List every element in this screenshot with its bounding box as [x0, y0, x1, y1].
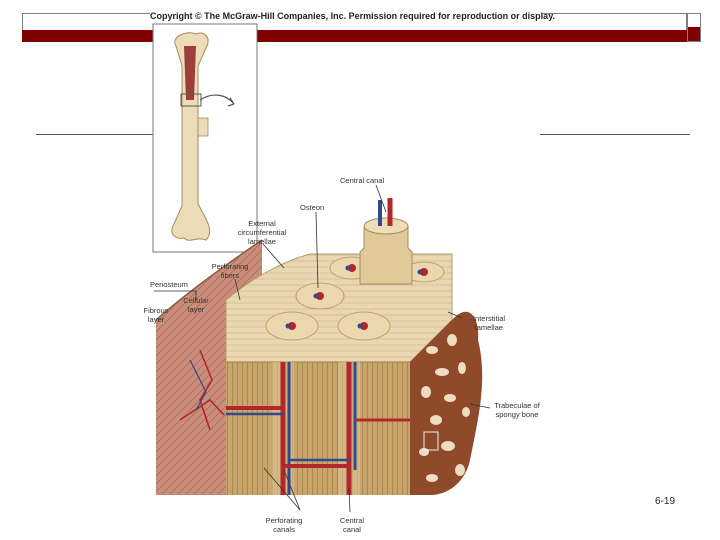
osteon-cylinder — [359, 198, 413, 285]
label-periosteum: Periosteum — [150, 280, 188, 289]
label-trabeculae-spongy-bone: Trabeculae of spongy bone — [494, 401, 540, 419]
label-external-circumferential-lamellae: External circumferential lamellae — [237, 219, 287, 246]
label-cellular-layer: Cellular layer — [183, 296, 209, 314]
label-central-canal-bottom: Central canal — [339, 516, 365, 534]
compact-bone-front — [226, 361, 410, 495]
label-interstitial-lamellae: Interstitial lamellae — [472, 314, 506, 332]
label-fibrous-layer: Fibrous layer — [143, 306, 169, 324]
label-perforating-fibers: Perforating fibers — [211, 262, 249, 280]
divider-left — [36, 134, 154, 135]
label-osteon: Osteon — [300, 203, 325, 212]
divider-right — [540, 134, 690, 135]
long-bone-inset — [152, 23, 258, 253]
label-central-canal: Central canal — [340, 176, 385, 185]
slide-number: 6-19 — [655, 496, 676, 507]
spongy-bone — [410, 311, 483, 495]
label-perforating-canals: Perforating canals — [265, 516, 303, 534]
corner-decoration — [687, 13, 701, 42]
copyright-notice: Copyright © The McGraw-Hill Companies, I… — [150, 9, 556, 23]
leader-lines — [154, 184, 491, 513]
